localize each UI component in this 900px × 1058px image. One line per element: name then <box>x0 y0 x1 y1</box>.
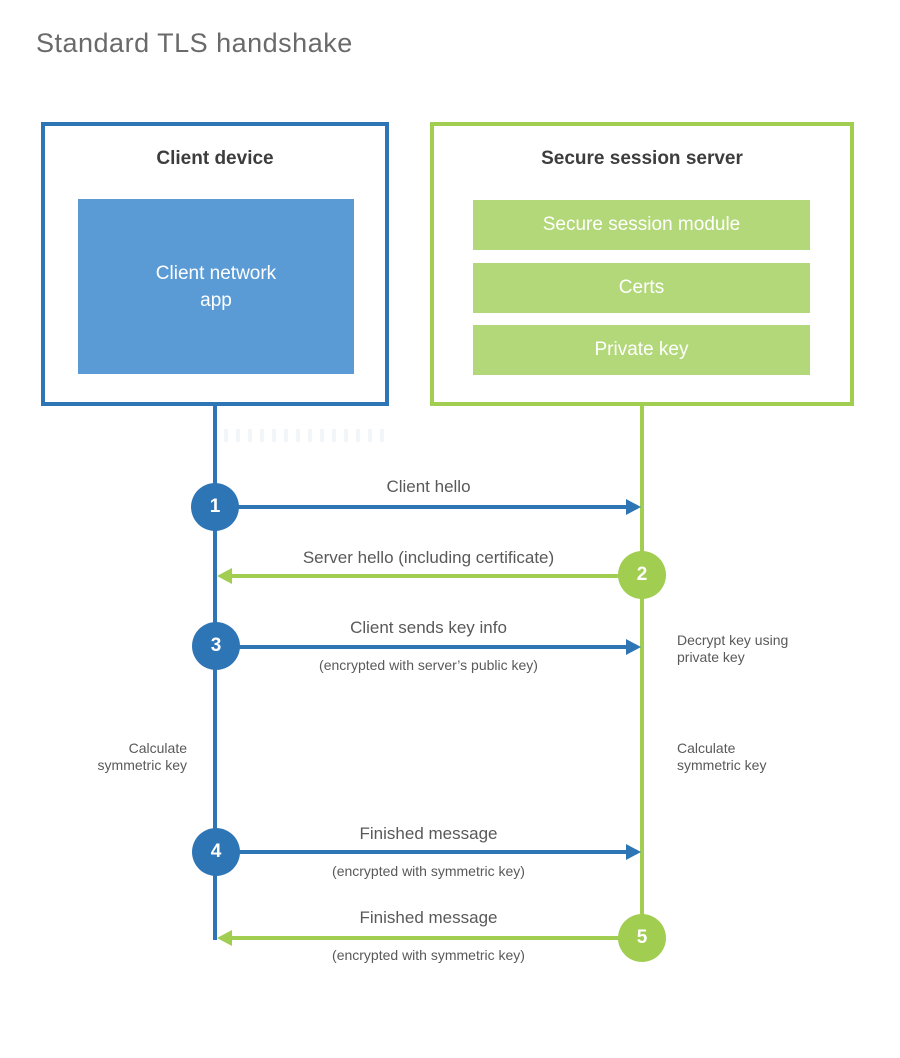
message-1-arrow-line <box>215 505 627 509</box>
client-device-heading: Client device <box>156 148 274 169</box>
note-calculate-symmetric-key-right: Calculate symmetric key <box>677 740 817 774</box>
step-circle-4: 4 <box>192 828 240 876</box>
client-network-app-box: Client network app <box>78 199 354 374</box>
message-4-arrow-line <box>215 850 627 854</box>
message-3-sublabel: (encrypted with server’s public key) <box>319 657 538 673</box>
server-module-secure-session: Secure session module <box>473 200 810 250</box>
step-circle-2: 2 <box>618 551 666 599</box>
message-1-label: Client hello <box>386 477 471 496</box>
client-device-box: Client device Client network app <box>41 122 389 406</box>
step-circle-5: 5 <box>618 914 666 962</box>
diagram-title: Standard TLS handshake <box>36 28 353 58</box>
message-2-arrowhead-left-icon <box>217 568 232 584</box>
message-5-label: Finished message <box>359 908 498 927</box>
client-lifeline <box>213 406 217 940</box>
message-4-label: Finished message <box>359 824 498 843</box>
server-lifeline <box>640 406 644 940</box>
note-decrypt-line2: private key <box>677 649 745 665</box>
message-4-sublabel: (encrypted with symmetric key) <box>332 863 525 879</box>
message-5-arrowhead-left-icon <box>217 930 232 946</box>
message-1-arrowhead-right-icon <box>626 499 641 515</box>
note-decrypt-line1: Decrypt key using <box>677 632 789 648</box>
message-5-arrow-line <box>231 936 642 940</box>
secure-session-server-box: Secure session server Secure session mod… <box>430 122 854 406</box>
message-3-arrow-line <box>215 645 627 649</box>
faint-dashes-artifact <box>224 429 384 442</box>
note-calc-left-line2: symmetric key <box>97 757 187 773</box>
message-3-arrowhead-right-icon <box>626 639 641 655</box>
note-calc-left-line1: Calculate <box>128 740 187 756</box>
client-app-label-line1: Client network <box>155 262 277 284</box>
server-module-certs: Certs <box>473 263 810 313</box>
message-2-label: Server hello (including certificate) <box>302 548 555 567</box>
step-circle-1: 1 <box>191 483 239 531</box>
note-calc-right-line2: symmetric key <box>677 757 767 773</box>
message-3-label: Client sends key info <box>350 618 507 637</box>
server-heading: Secure session server <box>541 148 743 169</box>
step-circle-3: 3 <box>192 622 240 670</box>
message-4-arrowhead-right-icon <box>626 844 641 860</box>
note-decrypt-key: Decrypt key using private key <box>677 632 827 666</box>
message-5-sublabel: (encrypted with symmetric key) <box>332 947 525 963</box>
client-app-label-line2: app <box>200 289 232 311</box>
message-2-arrow-line <box>231 574 642 578</box>
note-calculate-symmetric-key-left: Calculate symmetric key <box>47 740 187 774</box>
server-module-private-key: Private key <box>473 325 810 375</box>
note-calc-right-line1: Calculate <box>677 740 736 756</box>
